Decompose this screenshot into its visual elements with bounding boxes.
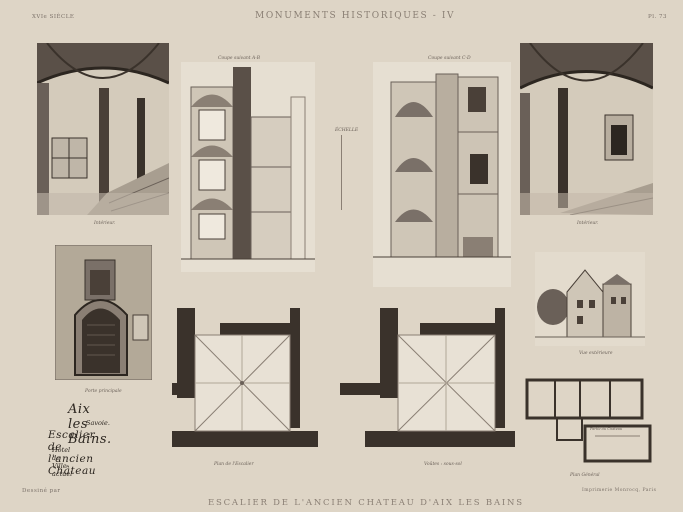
title-line3: Escalier de l'ancien Château [48, 429, 97, 477]
caption-section-ab: Coupe suivant A-B [218, 56, 261, 61]
caption-interior-left: Intérieur. [94, 221, 116, 226]
stair-plan-figure [172, 308, 318, 450]
caption-vault-plan: Voûtes : sous-sol [424, 462, 462, 467]
footer-title: ESCALIER DE L'ANCIEN CHATEAU D'AIX LES B… [208, 498, 524, 508]
caption-general-plan: Plan Général [570, 473, 600, 478]
general-plan-label: Partie du Château [590, 427, 623, 431]
header-right: Pl. 73 [648, 14, 667, 20]
general-plan-figure [525, 376, 655, 466]
caption-view: Vue extérieure [579, 351, 613, 356]
section-cd-figure [373, 62, 511, 287]
main-door-figure [55, 245, 152, 380]
title-line4: Hôtel de Ville actuel [52, 446, 73, 478]
caption-main-door: Porte principale [85, 389, 122, 394]
header-left: XVIe SIÈCLE [32, 14, 75, 20]
section-ab-figure [181, 62, 315, 272]
scale-bar [341, 135, 342, 210]
footer-left: Dessiné par [22, 488, 61, 494]
view-figure [535, 252, 645, 346]
header-center: MONUMENTS HISTORIQUES - IV [255, 11, 456, 21]
title-line1: Aix les Bains. [68, 402, 112, 447]
vault-plan-figure [340, 308, 515, 450]
interior-left-figure [37, 43, 169, 215]
caption-stair-plan: Plan de l'Escalier [214, 462, 254, 467]
caption-interior-right: Intérieur. [577, 221, 599, 226]
footer-right: Imprimerie Monrocq, Paris [582, 488, 657, 493]
caption-section-cd: Coupe suivant C-D [428, 56, 471, 61]
title-line2: Savoie. [86, 419, 110, 427]
scale-label: ÉCHELLE [335, 128, 359, 133]
interior-right-figure [520, 43, 653, 215]
